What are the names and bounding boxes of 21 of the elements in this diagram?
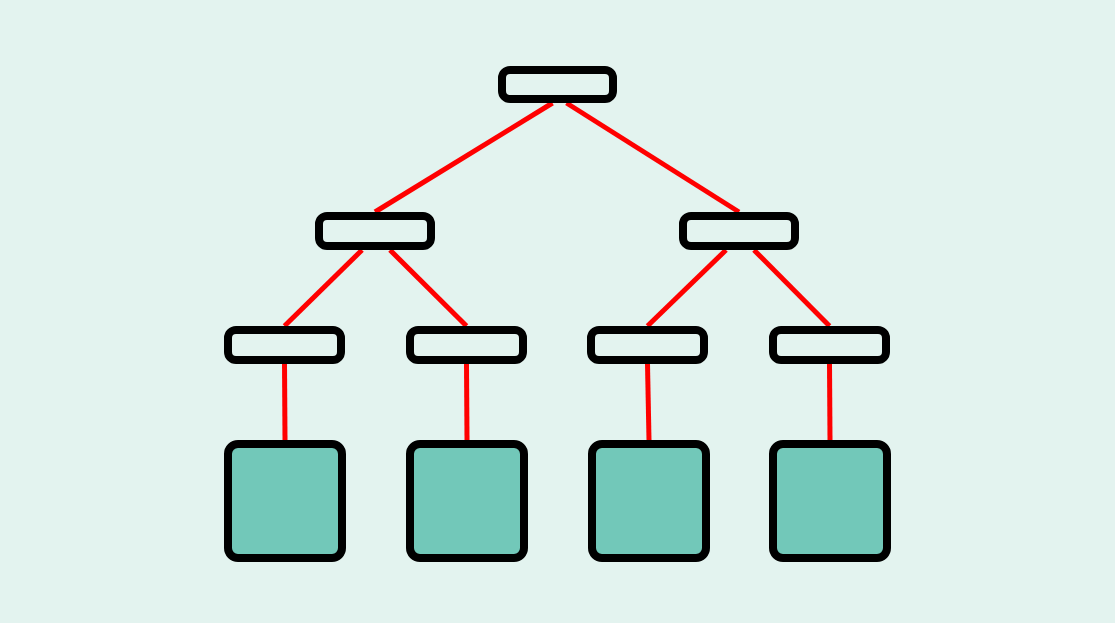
node-box	[587, 326, 708, 364]
leaf-block	[588, 440, 710, 562]
connector-line	[752, 248, 832, 328]
node-box	[406, 326, 527, 364]
node-box	[315, 212, 435, 250]
connector-line	[827, 364, 833, 440]
connector-line	[645, 248, 728, 328]
node-box	[498, 66, 617, 103]
connector-line	[645, 363, 652, 441]
connector-line	[388, 248, 469, 328]
connector-line	[464, 364, 470, 440]
connector-line	[565, 100, 741, 215]
leaf-block	[406, 440, 528, 562]
node-box	[679, 212, 799, 250]
leaf-block	[224, 440, 346, 562]
node-box	[224, 326, 345, 364]
connector-line	[282, 248, 364, 328]
leaf-block	[769, 440, 891, 562]
connector-line	[373, 100, 554, 215]
node-box	[769, 326, 890, 364]
connector-line	[282, 364, 288, 440]
